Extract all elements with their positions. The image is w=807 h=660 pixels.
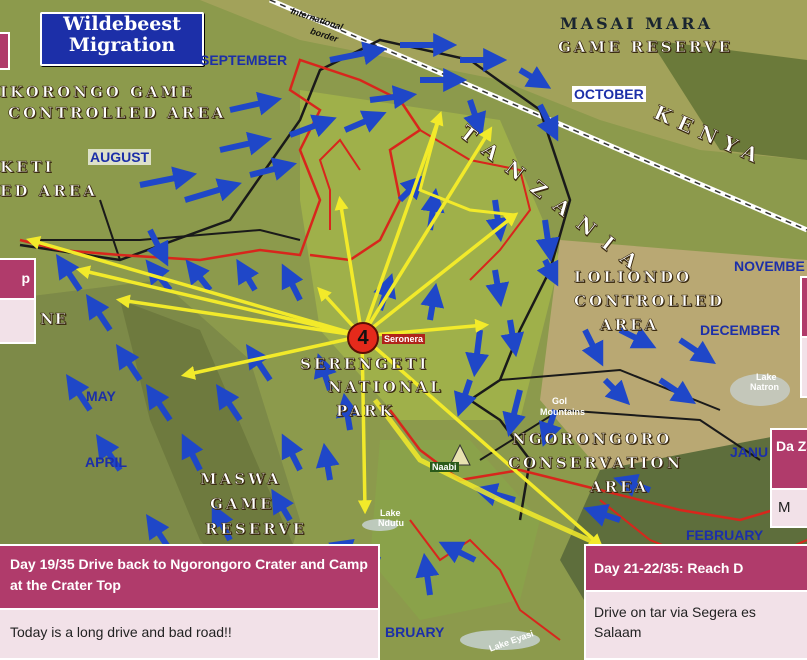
- month-august: AUGUST: [88, 149, 152, 165]
- region-serengeti-3: PARK: [336, 402, 396, 421]
- map-title: Wildebeest Migration: [40, 12, 204, 66]
- region-loliondo-3: AREA: [600, 316, 660, 335]
- month-february: FEBRUARY: [686, 527, 764, 543]
- region-loliondo-2: CONTROLLED: [574, 292, 725, 311]
- map-title-line2: Migration: [68, 34, 176, 56]
- right-mid-card: Da Za M: [770, 428, 807, 528]
- label-gol-mountains-2: Mountains: [540, 407, 585, 417]
- region-ngorongoro-1: NGORONGORO: [512, 430, 673, 449]
- region-ikorongo-2: CONTROLLED AREA: [8, 104, 227, 123]
- day21-card: Day 21-22/35: Reach D Drive on tar via S…: [584, 544, 807, 660]
- region-ngorongoro-3: AREA: [590, 478, 650, 497]
- region-ne: NE: [40, 310, 68, 329]
- label-naabi: Naabi: [430, 462, 459, 472]
- day19-card: Day 19/35 Drive back to Ngorongoro Crate…: [0, 544, 380, 660]
- month-november: NOVEMBE: [734, 258, 805, 274]
- right-mid-card-header: Da Za: [770, 428, 807, 490]
- region-masai-mara-2: GAME RESERVE: [558, 38, 733, 57]
- region-masai-mara-1: MASAI MARA: [560, 14, 713, 33]
- month-bruary: BRUARY: [385, 624, 445, 640]
- day21-card-header: Day 21-22/35: Reach D: [584, 544, 807, 592]
- region-serengeti-1: SERENGETI: [300, 355, 430, 374]
- region-keti: KETI: [0, 158, 55, 177]
- map-title-line1: Wildebeest: [63, 13, 181, 35]
- right-mid-card-body: M: [770, 490, 807, 528]
- label-seronera: Seronera: [382, 334, 426, 344]
- region-ed-area: ED AREA: [0, 182, 98, 201]
- day19-card-header: Day 19/35 Drive back to Ngorongoro Crate…: [0, 544, 380, 610]
- left-mid-card-body: [0, 300, 36, 344]
- region-loliondo-1: LOLIONDO: [574, 268, 693, 287]
- region-maswa-2: GAME: [210, 495, 275, 514]
- month-january: JANU: [730, 444, 769, 460]
- left-mid-card-header: p: [0, 258, 36, 300]
- day21-card-body: Drive on tar via Segera es Salaam: [584, 592, 807, 660]
- label-lake-natron-2: Natron: [750, 382, 779, 392]
- left-edge-card: [0, 32, 10, 70]
- month-may: MAY: [86, 388, 116, 404]
- region-maswa-1: MASWA: [200, 470, 282, 489]
- region-maswa-3: RESERVE: [205, 520, 308, 539]
- region-ngorongoro-2: CONSERVATION: [508, 454, 684, 473]
- month-october: OCTOBER: [572, 86, 646, 102]
- day19-card-body: Today is a long drive and bad road!!: [0, 610, 380, 660]
- region-serengeti-2: NATIONAL: [328, 378, 444, 397]
- label-lake-ndutu-1: Lake: [380, 508, 401, 518]
- month-april: APRIL: [85, 454, 127, 470]
- left-mid-card: p: [0, 258, 36, 344]
- label-lake-ndutu-2: Ndutu: [378, 518, 404, 528]
- label-lake-natron-1: Lake: [756, 372, 777, 382]
- region-ikorongo-1: IKORONGO GAME: [0, 83, 195, 102]
- location-marker-4: 4: [347, 322, 379, 354]
- month-december: DECEMBER: [700, 322, 781, 338]
- right-mid-card-top: [800, 276, 807, 398]
- label-gol-mountains-1: Gol: [552, 396, 567, 406]
- month-september: SEPTEMBER: [200, 52, 288, 68]
